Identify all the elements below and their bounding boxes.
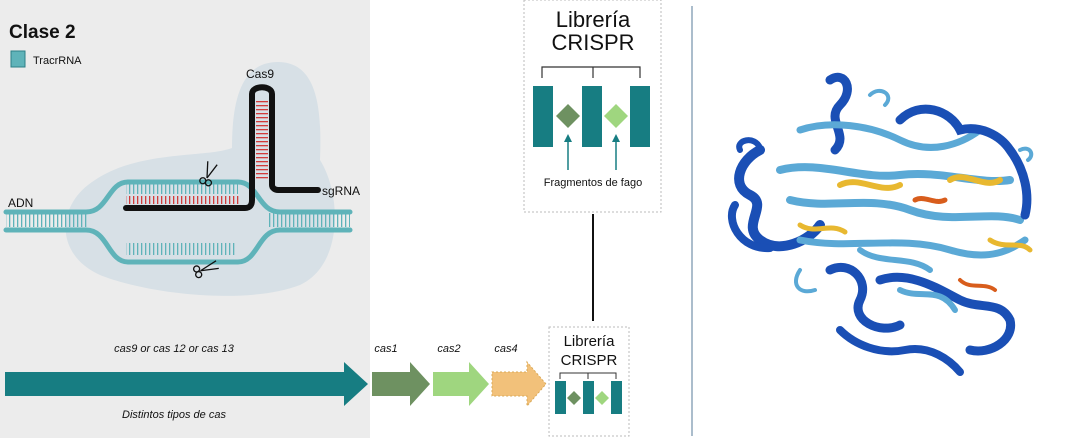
phage-fragments-label: Fragmentos de fago <box>544 177 642 189</box>
small-library-box <box>548 326 630 437</box>
cas4-label: cas4 <box>494 343 517 355</box>
cas9-label: Cas9 <box>246 67 274 81</box>
tracrrna-legend-swatch <box>10 50 26 68</box>
dna-double-helix <box>3 179 353 265</box>
small-library-title-line2: CRISPR <box>561 352 618 369</box>
cas4-gene-arrow <box>491 360 547 408</box>
gene-group-caption: Distintos tipos de cas <box>122 409 226 421</box>
class-title: Clase 2 <box>9 22 76 43</box>
small-crispr-array <box>555 372 622 414</box>
large-library-title-line1: Librería <box>556 7 631 32</box>
large-library-title-line2: CRISPR <box>551 30 634 55</box>
scissors-top-icon <box>199 161 218 187</box>
adn-label: ADN <box>8 196 33 210</box>
large-crispr-array <box>533 66 650 170</box>
large-library-box <box>523 0 662 213</box>
scissors-bottom-icon <box>192 260 219 279</box>
cas1-label: cas1 <box>374 343 397 355</box>
cas2-gene-arrow <box>433 362 489 406</box>
small-library-title-line1: Librería <box>564 333 616 350</box>
cas1-gene-arrow <box>372 362 430 406</box>
sgrna-label: sgRNA <box>322 184 360 198</box>
cas-effector-gene-arrow <box>5 362 368 406</box>
sgrna-guide <box>123 84 321 211</box>
cas9-protein-structure-image <box>727 73 1034 376</box>
tracrrna-legend-label: TracrRNA <box>33 55 82 67</box>
gene-group-label: cas9 or cas 12 or cas 13 <box>114 343 235 355</box>
cas2-label: cas2 <box>437 343 460 355</box>
